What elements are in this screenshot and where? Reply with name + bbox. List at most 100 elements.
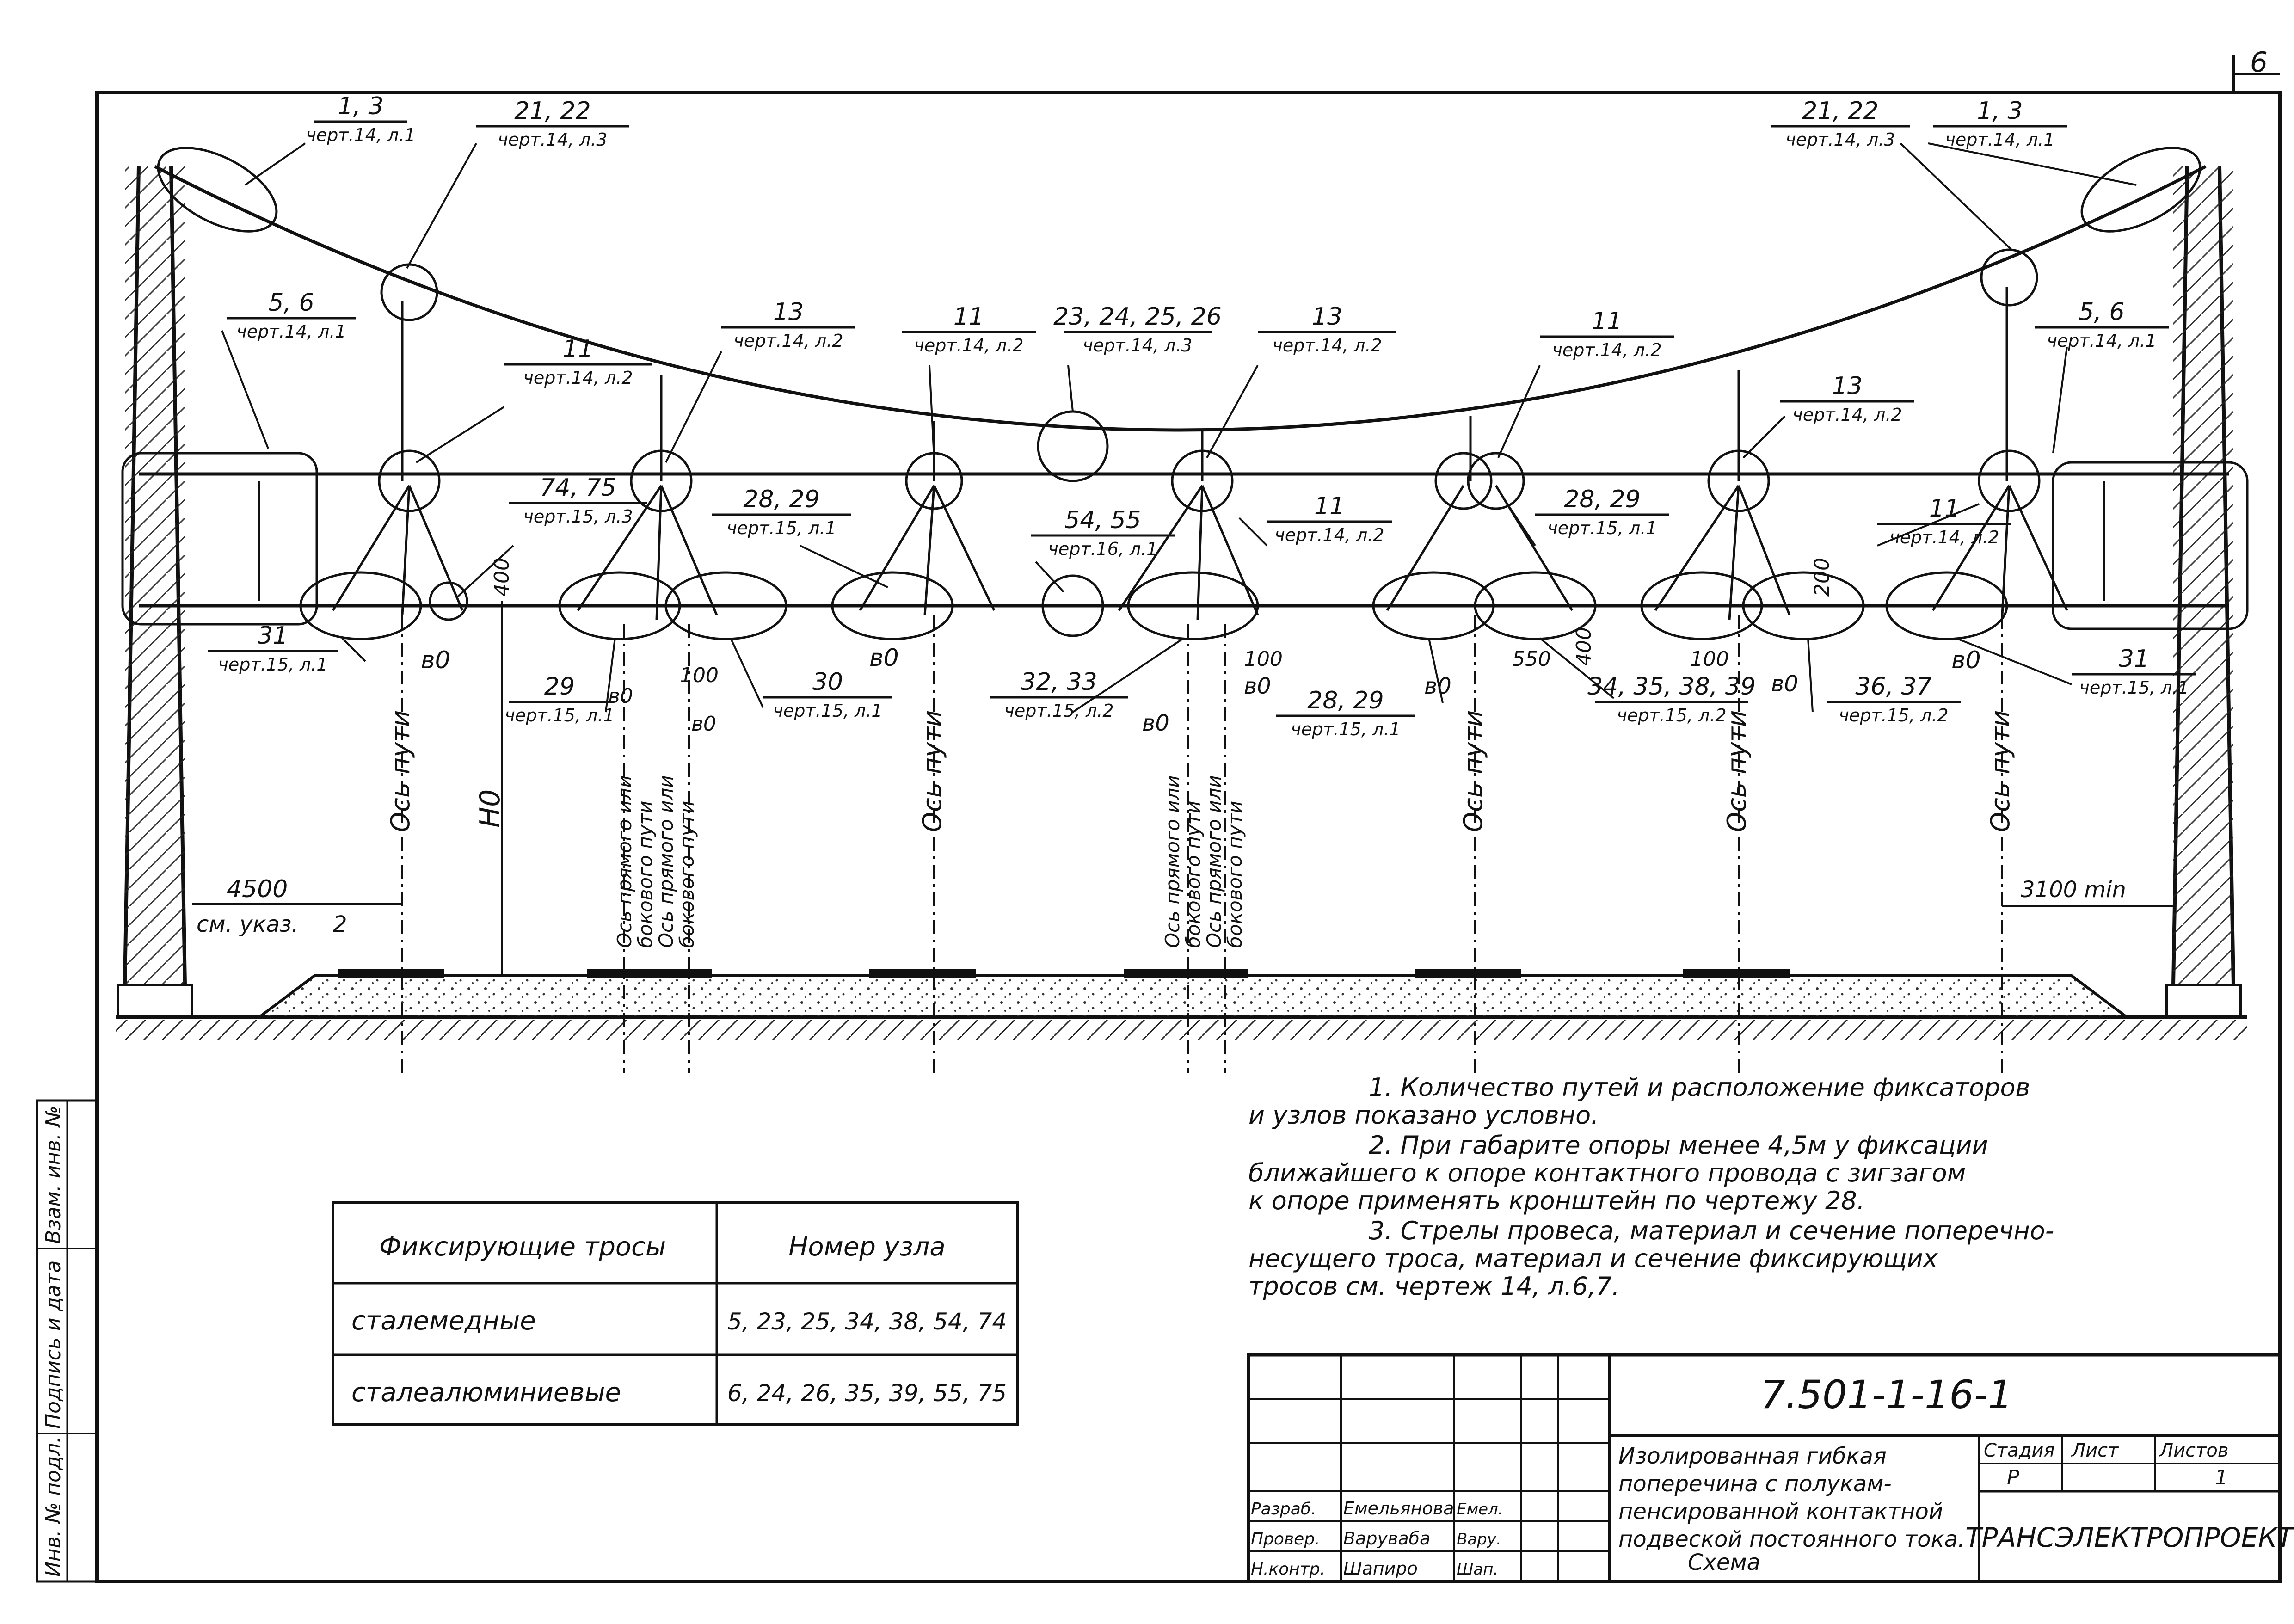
svg-text:3100 min: 3100 min bbox=[2021, 877, 2126, 903]
organization: ТРАНСЭЛЕКТРОПРОЕКТ bbox=[1965, 1522, 2294, 1553]
dim-100-1: 100 bbox=[680, 664, 719, 687]
callout-number: 11 bbox=[1314, 492, 1345, 520]
right-mast bbox=[2165, 166, 2242, 1019]
sheet-corner-number: 6 bbox=[2250, 46, 2268, 79]
dim-4500: 4500 см. указ. 2 bbox=[192, 875, 402, 937]
staff-sign-2: Вару. bbox=[1457, 1530, 1501, 1549]
callout-number: 28, 29 bbox=[743, 486, 819, 513]
callout-reference: черт.15, л.2 bbox=[1617, 705, 1726, 726]
callout-number: 31 bbox=[258, 622, 288, 650]
callout-reference: черт.14, л.2 bbox=[914, 335, 1023, 356]
dim-100-2: 100 bbox=[1244, 647, 1283, 671]
title-desc-4: подвеской постоянного тока. bbox=[1618, 1526, 1965, 1552]
axis-label-side-1: бокового пути bbox=[634, 801, 657, 948]
callout-reference: черт.15, л.1 bbox=[218, 654, 327, 675]
axis-label-side-1b: бокового пути bbox=[676, 801, 698, 948]
callout-reference: черт.14, л.1 bbox=[306, 125, 415, 145]
callout-reference: черт.14, л.3 bbox=[498, 129, 607, 150]
insulator-left bbox=[157, 147, 278, 233]
stamp-sign: Подпись и дата bbox=[42, 1261, 65, 1429]
callout-reference: черт.14, л.2 bbox=[1272, 335, 1382, 356]
callout-20: 31 черт.15, л.1 bbox=[208, 622, 338, 675]
title-desc-5: Схема bbox=[1688, 1550, 1760, 1575]
callout-number: 21, 22 bbox=[1802, 97, 1878, 125]
callout-16: 54, 55 черт.16, л.1 bbox=[1031, 506, 1175, 559]
staff-sign-1: Емел. bbox=[1457, 1500, 1503, 1519]
callout-number: 11 bbox=[563, 335, 593, 363]
table-header-node: Номер узла bbox=[788, 1232, 945, 1262]
title-desc-3: пенсированной контактной bbox=[1618, 1499, 1943, 1525]
dim-b0-2: в0 bbox=[608, 684, 633, 708]
callout-reference: черт.14, л.2 bbox=[1552, 340, 1661, 360]
callout-10: 21, 22 черт.14, л.3 bbox=[1771, 97, 1910, 150]
callout-1: 1, 3 черт.14, л.1 bbox=[306, 92, 415, 145]
insulator-right bbox=[2080, 147, 2202, 233]
staff-role-1: Разраб. bbox=[1251, 1500, 1316, 1519]
dim-400-left: 400 bbox=[490, 558, 514, 597]
callout-number: 23, 24, 25, 26 bbox=[1053, 303, 1222, 331]
callout-number: 13 bbox=[1832, 372, 1863, 400]
note-line-3: 2. При габарите опоры менее 4,5м у фикса… bbox=[1369, 1131, 1988, 1160]
callout-reference: черт.16, л.1 bbox=[1048, 539, 1157, 559]
dim-b0-4: в0 bbox=[869, 644, 899, 672]
axis-label-5: Ось пути bbox=[1986, 710, 2016, 832]
callout-number: 28, 29 bbox=[1564, 486, 1640, 513]
callout-reference: черт.14, л.1 bbox=[236, 321, 346, 342]
callout-reference: черт.15, л.2 bbox=[1004, 701, 1113, 721]
staff-name-1: Емельянова bbox=[1343, 1498, 1454, 1519]
callout-number: 74, 75 bbox=[540, 474, 616, 502]
callout-reference: черт.14, л.3 bbox=[1082, 335, 1192, 356]
sheet-header: Лист bbox=[2071, 1440, 2119, 1461]
callout-reference: черт.14, л.2 bbox=[1889, 527, 1999, 547]
see-note: см. указ. bbox=[197, 911, 299, 937]
callout-reference: черт.14, л.1 bbox=[2047, 331, 2156, 351]
dim-550: 550 bbox=[1512, 647, 1551, 671]
callout-number: 31 bbox=[2119, 645, 2149, 673]
axis-label-main-1b: Ось прямого или bbox=[655, 775, 677, 948]
callout-number: 1, 3 bbox=[1977, 97, 2023, 125]
callout-7: 23, 24, 25, 26 черт.14, л.3 bbox=[1053, 303, 1222, 356]
dim-200: 200 bbox=[1810, 558, 1834, 597]
drawing-code: 7.501-1-16-1 bbox=[1760, 1372, 2012, 1417]
dim-h0: Н0 bbox=[474, 789, 506, 828]
callout-reference: черт.14, л.3 bbox=[1785, 129, 1895, 150]
callout-number: 30 bbox=[812, 668, 843, 696]
table-cell-r1c2: 5, 23, 25, 34, 38, 54, 74 bbox=[727, 1308, 1007, 1335]
right-end-frame bbox=[2052, 461, 2249, 630]
callout-number: 13 bbox=[773, 298, 804, 326]
note-line-4: ближайшего к опоре контактного провода с… bbox=[1248, 1158, 1966, 1187]
callout-reference: черт.14, л.2 bbox=[523, 368, 633, 388]
staff-role-3: Н.контр. bbox=[1251, 1560, 1325, 1579]
callout-4: 11 черт.14, л.2 bbox=[504, 335, 652, 388]
left-end-frame bbox=[121, 452, 318, 626]
callout-number: 1, 3 bbox=[338, 92, 383, 120]
staff-sign-3: Шап. bbox=[1457, 1560, 1498, 1579]
callout-number: 13 bbox=[1312, 303, 1342, 331]
see-note-num: 2 bbox=[333, 911, 347, 937]
leaders bbox=[221, 142, 2137, 713]
axis-label-4: Ось пути bbox=[1722, 710, 1752, 832]
dim-400-right: 400 bbox=[1572, 627, 1596, 666]
callout-number: 28, 29 bbox=[1307, 687, 1384, 714]
axis-label-2: Ось пути bbox=[917, 710, 947, 832]
callout-13: 13 черт.14, л.2 bbox=[1780, 372, 1914, 425]
callout-reference: черт.14, л.2 bbox=[1792, 405, 1902, 425]
node-circles bbox=[299, 248, 2041, 640]
dim-b0-6: в0 bbox=[1142, 710, 1169, 736]
dim-3100: 3100 min bbox=[2002, 877, 2173, 907]
callout-number: 54, 55 bbox=[1064, 506, 1141, 534]
staff-name-3: Шапиро bbox=[1343, 1558, 1418, 1579]
notes: 1. Количество путей и расположение фикса… bbox=[1248, 1073, 2054, 1301]
dim-b0-5: в0 bbox=[1244, 673, 1271, 699]
stage-value: Р bbox=[2007, 1466, 2019, 1489]
callout-reference: черт.15, л.1 bbox=[1547, 518, 1657, 538]
dim-b0-7: в0 bbox=[1424, 673, 1451, 699]
title-desc-2: поперечина с полукам- bbox=[1618, 1471, 1892, 1497]
